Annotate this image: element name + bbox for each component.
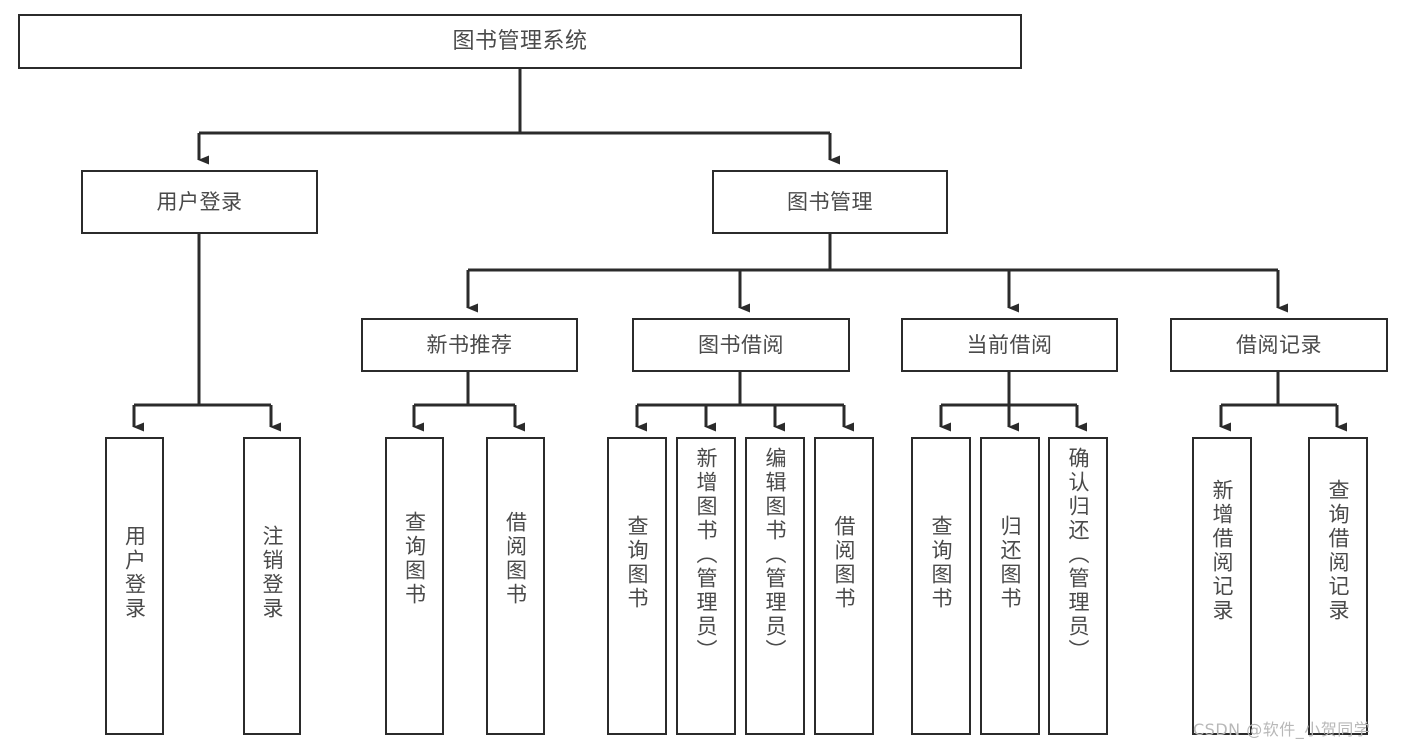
leaf-query-book-new-recommend[interactable]: 查询图书 xyxy=(385,437,444,735)
node-label: 图书借阅 xyxy=(698,332,784,357)
leaf-query-book-borrow[interactable]: 查询图书 xyxy=(607,437,667,735)
node-label: 新增借阅记录 xyxy=(1210,479,1235,623)
node-label: 查询图书 xyxy=(402,511,427,607)
node-label: 新书推荐 xyxy=(426,332,513,357)
node-book-borrow[interactable]: 图书借阅 xyxy=(632,318,850,372)
node-user-login[interactable]: 用户登录 xyxy=(81,170,318,234)
node-current-borrow[interactable]: 当前借阅 xyxy=(901,318,1118,372)
leaf-borrow-book-new-recommend[interactable]: 借阅图书 xyxy=(486,437,545,735)
leaf-borrow-book-borrow[interactable]: 借阅图书 xyxy=(814,437,874,735)
node-label: 查询图书 xyxy=(625,515,650,611)
node-label: 查询借阅记录 xyxy=(1326,479,1351,623)
node-label: 用户登录 xyxy=(122,525,147,621)
node-label: 新增图书（管理员） xyxy=(694,447,719,663)
node-label: 借阅图书 xyxy=(832,515,857,611)
leaf-add-book-admin[interactable]: 新增图书（管理员） xyxy=(676,437,736,735)
node-label: 图书管理系统 xyxy=(452,28,588,54)
node-label: 借阅图书 xyxy=(503,511,528,607)
node-root-book-management-system[interactable]: 图书管理系统 xyxy=(18,14,1022,69)
leaf-return-book[interactable]: 归还图书 xyxy=(980,437,1040,735)
leaf-query-book-current-borrow[interactable]: 查询图书 xyxy=(911,437,971,735)
node-label: 编辑图书（管理员） xyxy=(763,447,788,663)
node-label: 用户登录 xyxy=(156,189,243,214)
leaf-edit-book-admin[interactable]: 编辑图书（管理员） xyxy=(745,437,805,735)
leaf-user-login[interactable]: 用户登录 xyxy=(105,437,164,735)
node-new-book-recommend[interactable]: 新书推荐 xyxy=(361,318,578,372)
node-label: 查询图书 xyxy=(929,515,954,611)
node-label: 归还图书 xyxy=(998,515,1023,611)
node-label: 借阅记录 xyxy=(1236,332,1322,357)
node-label: 图书管理 xyxy=(787,189,873,214)
node-book-management[interactable]: 图书管理 xyxy=(712,170,948,234)
leaf-add-borrow-record[interactable]: 新增借阅记录 xyxy=(1192,437,1252,735)
node-label: 当前借阅 xyxy=(966,332,1053,357)
node-borrow-record[interactable]: 借阅记录 xyxy=(1170,318,1388,372)
leaf-logout-login[interactable]: 注销登录 xyxy=(243,437,301,735)
leaf-confirm-return-admin[interactable]: 确认归还（管理员） xyxy=(1048,437,1108,735)
node-label: 注销登录 xyxy=(260,525,285,621)
leaf-query-borrow-record[interactable]: 查询借阅记录 xyxy=(1308,437,1368,735)
node-label: 确认归还（管理员） xyxy=(1066,447,1091,663)
